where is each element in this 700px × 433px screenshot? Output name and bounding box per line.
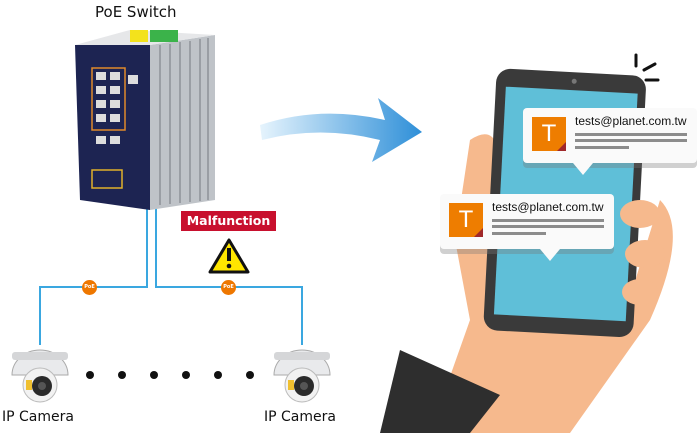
- notification-email: tests@planet.com.tw: [575, 114, 687, 128]
- send-arrow-icon: [260, 98, 422, 162]
- avatar-icon: T: [449, 203, 483, 237]
- camera-label-left: IP Camera: [2, 409, 74, 425]
- notification-email: tests@planet.com.tw: [492, 200, 604, 214]
- poe-badge-right: PoE: [221, 280, 236, 295]
- notification-bubble-top: T tests@planet.com.tw: [523, 108, 697, 175]
- bubble-tail: [540, 249, 560, 261]
- text-line: [575, 146, 629, 149]
- warning-icon: [208, 238, 250, 274]
- text-line: [492, 219, 604, 222]
- text-line: [575, 139, 687, 142]
- poe-badge-left: PoE: [82, 280, 97, 295]
- notification-bubble-bottom: T tests@planet.com.tw: [440, 194, 614, 261]
- ip-camera-icon-left: [11, 349, 69, 403]
- avatar-icon: T: [532, 117, 566, 151]
- switch-label: PoE Switch: [95, 3, 177, 21]
- text-line: [575, 133, 687, 136]
- poe-switch-icon: [75, 30, 215, 210]
- text-line: [492, 225, 604, 228]
- malfunction-label: Malfunction: [181, 211, 276, 231]
- ip-camera-icon-right: [273, 349, 331, 403]
- bubble-tail: [573, 163, 593, 175]
- camera-label-right: IP Camera: [264, 409, 336, 425]
- ellipsis-dots: [86, 371, 254, 379]
- text-line: [492, 232, 546, 235]
